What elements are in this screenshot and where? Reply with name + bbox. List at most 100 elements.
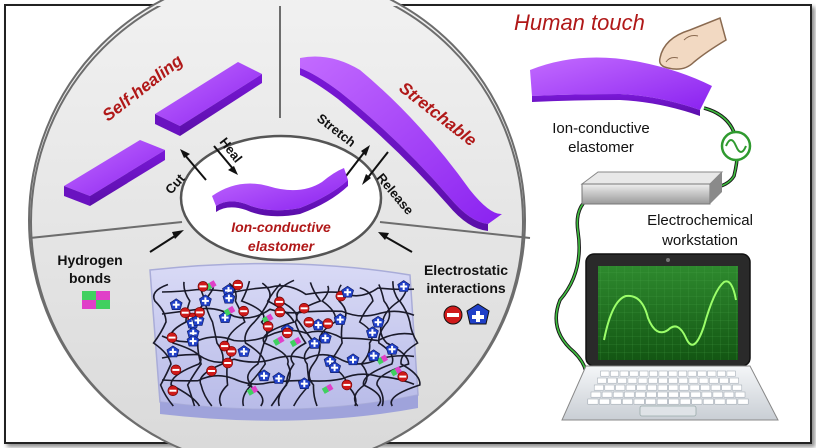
- anion-mark: [303, 316, 315, 328]
- ac-source-icon: [720, 130, 752, 162]
- anion-mark: [322, 318, 334, 329]
- stretched-strip: [300, 56, 502, 231]
- cation-mark: [328, 361, 341, 374]
- cation-mark: [272, 372, 286, 384]
- anion-mark: [219, 340, 230, 352]
- keyboard-key: [719, 377, 729, 384]
- divider-right: [379, 221, 531, 239]
- anion-mark: [179, 307, 191, 319]
- keyboard-key: [721, 384, 732, 391]
- hydrogen-bond-mark: [246, 385, 259, 396]
- human-touch-title: Human touch: [514, 10, 645, 35]
- workstation-box: [580, 171, 724, 205]
- keyboard-key: [698, 377, 709, 384]
- cut-strip-upper: [155, 62, 262, 136]
- keyboard-key: [648, 370, 658, 377]
- cation-mark: [257, 369, 271, 382]
- anion-mark: [194, 307, 205, 318]
- electrostatic-label-line1: Electrostatic: [424, 262, 508, 278]
- keyboard-key: [710, 384, 721, 391]
- keyboard-key: [645, 398, 657, 405]
- cation-mark: [166, 345, 180, 358]
- keyboard-key: [629, 370, 639, 377]
- keyboard-key: [610, 398, 622, 405]
- cation-mark: [397, 280, 411, 292]
- anion-mark: [197, 281, 209, 292]
- keyboard-key: [679, 398, 691, 405]
- cation-mark: [186, 326, 200, 339]
- sensor-label-line2: elastomer: [568, 139, 634, 156]
- keyboard-key: [590, 391, 602, 398]
- hydrogen-bond-mark: [321, 383, 334, 394]
- keyboard-key: [688, 377, 699, 384]
- keyboard-key: [689, 384, 700, 391]
- keyboard-key: [658, 377, 668, 384]
- anion-mark: [206, 365, 217, 377]
- cation-mark: [222, 291, 236, 304]
- keyboard-key: [587, 398, 599, 405]
- keyboard-key: [622, 398, 633, 405]
- keyboard-key: [729, 377, 739, 384]
- cation-mark: [318, 331, 332, 344]
- electrostatic-label-line2: interactions: [426, 280, 506, 296]
- keyboard-key: [610, 370, 620, 377]
- anion-mark: [274, 306, 286, 318]
- polymer-chain: [152, 283, 174, 407]
- keyboard-key: [601, 391, 613, 398]
- keyboard-key: [714, 398, 726, 405]
- keyboard-key: [726, 398, 737, 405]
- workstation-label-line2: workstation: [661, 232, 738, 249]
- keyboard-key: [635, 391, 646, 398]
- cation-mark: [308, 337, 321, 349]
- cation-mark: [385, 342, 399, 355]
- anion-mark: [281, 327, 293, 339]
- polymer-network: [149, 262, 421, 421]
- sensor-strip: [530, 57, 712, 116]
- cation-mark: [199, 294, 212, 307]
- workstation-label-line1: Electrochemical: [647, 212, 753, 229]
- keyboard-key: [697, 370, 707, 377]
- keyboard-key: [668, 398, 680, 405]
- keyboard-key: [604, 384, 615, 391]
- cation-mark: [367, 349, 380, 362]
- anion-mark: [397, 371, 409, 382]
- keyboard-key: [627, 377, 638, 384]
- keyboard-key: [656, 398, 668, 405]
- keyboard-key: [633, 398, 645, 405]
- keyboard-key: [732, 384, 743, 391]
- stretch-release-arrows: [345, 145, 389, 185]
- anion-mark: [232, 279, 244, 291]
- keyboard-key: [734, 391, 746, 398]
- hydrogen-arrow: [149, 230, 184, 253]
- keyboard-key: [700, 384, 711, 391]
- cation-mark: [333, 313, 347, 325]
- keyboard-key: [668, 391, 679, 398]
- anion-mark: [238, 305, 249, 317]
- anion-icon: [443, 305, 463, 325]
- keyboard-key: [593, 384, 604, 391]
- keyboard-key: [712, 391, 724, 398]
- cation-mark: [237, 345, 251, 357]
- keyboard-key: [619, 370, 629, 377]
- keyboard-key: [701, 391, 713, 398]
- keyboard-key: [617, 377, 627, 384]
- keyboard-key: [678, 370, 688, 377]
- keyboard-key: [646, 391, 657, 398]
- hydrogen-bond-icon: [82, 291, 110, 309]
- keyboard-key: [624, 391, 635, 398]
- keyboard-key: [690, 391, 701, 398]
- keyboard-key: [679, 391, 690, 398]
- laptop: [561, 253, 779, 421]
- keyboard-key: [607, 377, 617, 384]
- polymer-chain: [169, 281, 202, 407]
- keyboard-key: [615, 384, 626, 391]
- keyboard-key: [668, 384, 679, 391]
- keyboard: [587, 370, 749, 405]
- keyboard-key: [636, 384, 647, 391]
- cut-strip-lower: [64, 140, 165, 206]
- hydrogen-bond-mark: [289, 336, 302, 348]
- keyboard-key: [657, 391, 668, 398]
- keyboard-key: [612, 391, 624, 398]
- keyboard-key: [668, 370, 678, 377]
